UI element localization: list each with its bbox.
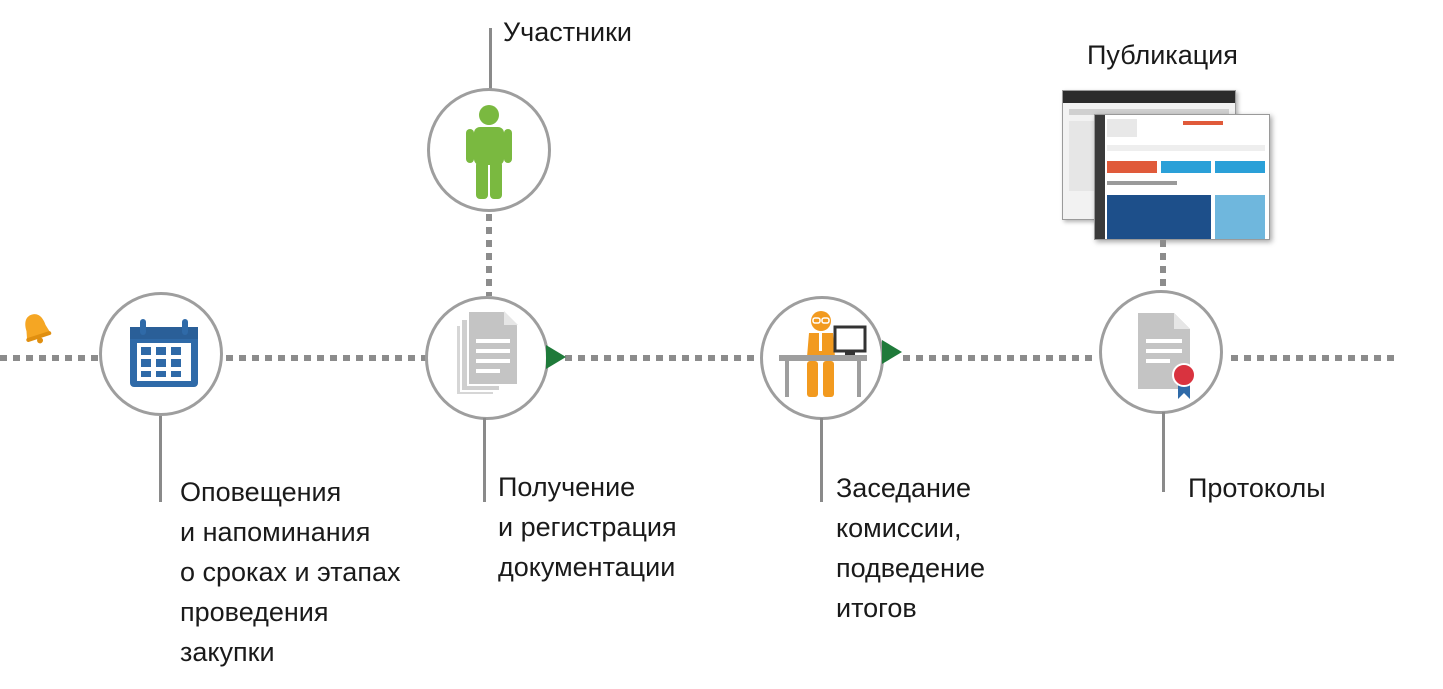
calendar-icon (130, 319, 198, 387)
notifications-node (99, 292, 223, 416)
commission-node (760, 296, 884, 420)
participants-connector (489, 28, 492, 90)
timeline-line-segment-5 (1231, 355, 1396, 361)
certificate-icon (1138, 313, 1196, 399)
participants-node (427, 88, 551, 212)
protocols-node (1099, 290, 1223, 414)
publication-label: Публикация (1087, 40, 1238, 70)
protocols-label: Протоколы (1188, 473, 1326, 503)
protocols-connector (1162, 412, 1165, 492)
person-at-desk-icon (779, 311, 867, 397)
notifications-connector (159, 416, 162, 502)
timeline-line-segment-4 (903, 355, 1098, 361)
participants-dotted-link (486, 214, 492, 296)
arrow-1-icon (546, 345, 566, 369)
receiving-connector (483, 418, 486, 502)
website-screenshot-front (1094, 114, 1270, 240)
person-icon (466, 105, 512, 199)
commission-label: Заседание комиссии, подведение итогов (836, 473, 986, 623)
receiving-label: Получение и регистрация документации (498, 472, 677, 582)
publication-dotted-link (1160, 240, 1166, 290)
receiving-node (425, 296, 549, 420)
timeline-line-segment-1 (0, 355, 100, 361)
notifications-label: Оповещения и напоминания о сроках и этап… (180, 477, 401, 667)
timeline-line-segment-2 (226, 355, 426, 361)
arrow-2-icon (882, 340, 902, 364)
bell-icon (16, 308, 56, 348)
documents-icon (455, 310, 519, 396)
timeline-line-segment-3 (565, 355, 760, 361)
commission-connector (820, 418, 823, 502)
participants-label: Участники (503, 17, 632, 47)
